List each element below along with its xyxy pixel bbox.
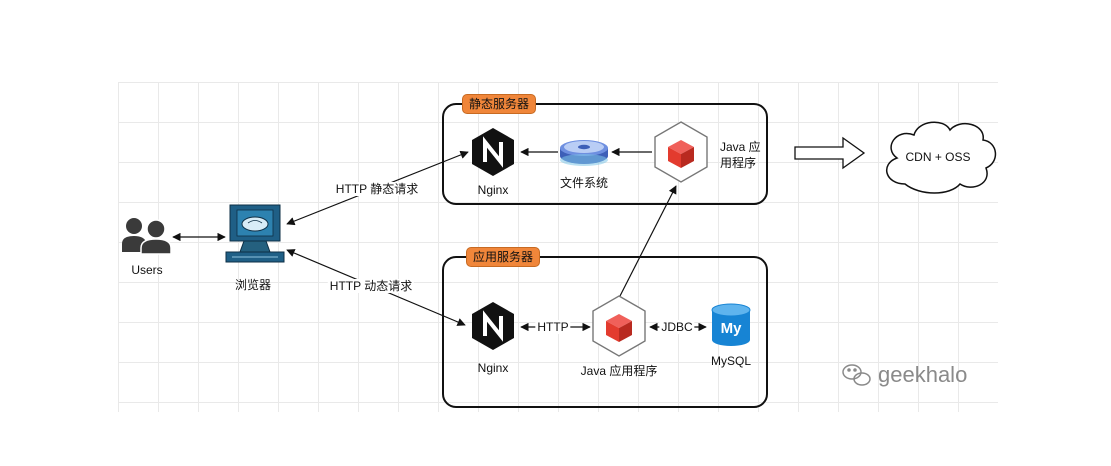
computer-icon bbox=[225, 204, 285, 263]
nginx-icon bbox=[472, 302, 514, 350]
nginx-app-label: Nginx bbox=[477, 361, 509, 375]
app-server-group bbox=[442, 256, 768, 408]
static-server-group bbox=[442, 103, 768, 205]
cdn-label: CDN + OSS bbox=[905, 150, 971, 164]
nginx-icon bbox=[472, 128, 514, 176]
java-app-label: Java 应用程序 bbox=[580, 364, 658, 378]
browser-label: 浏览器 bbox=[234, 278, 272, 292]
flow-arrow-icon bbox=[794, 136, 866, 170]
users-label: Users bbox=[131, 263, 163, 277]
app-server-label: 应用服务器 bbox=[466, 247, 541, 267]
edge-label-jdbc: JDBC bbox=[659, 320, 695, 334]
filesystem-label: 文件系统 bbox=[559, 176, 609, 190]
mysql-database-icon: My bbox=[711, 303, 751, 346]
svg-text:My: My bbox=[721, 320, 742, 337]
nginx-static-label: Nginx bbox=[477, 183, 509, 197]
java-static-label-line2: 用程序 bbox=[720, 156, 757, 170]
package-cube-icon bbox=[654, 121, 708, 183]
mysql-label: MySQL bbox=[710, 354, 752, 368]
watermark-text: geekhalo bbox=[878, 362, 968, 387]
disk-icon bbox=[560, 140, 608, 166]
java-static-label-line1: Java 应 bbox=[720, 140, 761, 154]
package-cube-icon bbox=[592, 295, 646, 357]
users-icon bbox=[122, 218, 172, 255]
edge-label-http: HTTP bbox=[535, 320, 571, 334]
wechat-icon bbox=[842, 364, 871, 386]
cloud-icon bbox=[886, 121, 997, 194]
edge-label-http-static: HTTP 静态请求 bbox=[333, 182, 421, 196]
static-server-label: 静态服务器 bbox=[462, 94, 537, 114]
edge-label-http-dynamic: HTTP 动态请求 bbox=[327, 279, 415, 293]
